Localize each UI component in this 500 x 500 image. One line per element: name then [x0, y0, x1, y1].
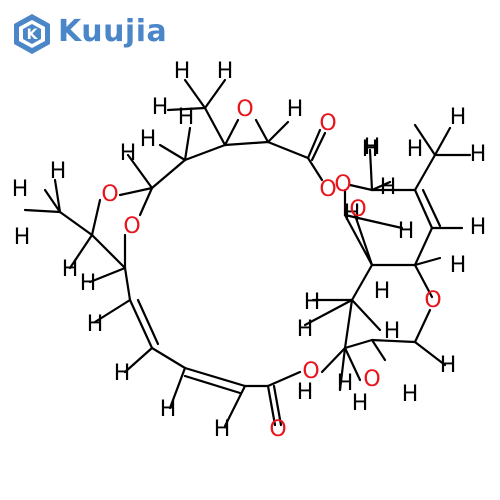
atom-h: H [217, 59, 234, 84]
kuujia-logo-text: Kuujia [58, 14, 168, 49]
atom-h: H [362, 137, 379, 162]
atom-h: H [344, 201, 361, 226]
atom-h: H [364, 135, 381, 160]
atom-h: H [62, 257, 79, 282]
atom-labels: H H H H H H H H H H H H H H H H H H H H … [12, 59, 487, 442]
atom-h: H [304, 290, 321, 315]
atom-h: H [174, 59, 191, 84]
atom-h: H [384, 319, 401, 344]
atom-h: H [152, 95, 169, 120]
atom-h: H [160, 397, 177, 422]
atom-h: H [407, 137, 424, 162]
atom-h: H [470, 142, 487, 167]
atom-o: O [101, 182, 118, 207]
atom-o: O [424, 288, 441, 313]
atom-h: H [120, 141, 137, 166]
svg-text:K: K [27, 27, 39, 43]
atom-h: H [450, 253, 467, 278]
atom-h: H [287, 97, 304, 122]
atom-o: O [319, 177, 336, 202]
atom-h: H [178, 105, 195, 130]
atom-h: H [374, 279, 391, 304]
atom-h: H [440, 353, 457, 378]
bonds [23, 78, 472, 428]
atom-o: O [334, 172, 351, 197]
atom-h: H [114, 361, 131, 386]
atom-h: H [402, 382, 419, 407]
atom-h: H [398, 219, 415, 244]
kuujia-logo-mark: K [14, 14, 50, 54]
atom-o: O [269, 417, 286, 442]
atom-h: H [450, 105, 467, 130]
atom-h: H [12, 177, 29, 202]
atom-h: H [14, 225, 31, 250]
atom-h: H [380, 175, 397, 200]
atom-o: O [236, 97, 253, 122]
atom-h: H [352, 391, 369, 416]
atom-h: H [87, 312, 104, 337]
atom-h: H [50, 159, 67, 184]
atom-h: H [214, 417, 231, 442]
atom-o: O [319, 111, 336, 136]
atom-h: H [297, 317, 314, 342]
atom-o: O [363, 367, 380, 392]
atom-o: O [123, 214, 140, 239]
atom-o: O [349, 197, 366, 222]
atom-h: H [80, 271, 97, 296]
atom-h: H [337, 371, 354, 396]
atom-h: H [297, 380, 314, 405]
atom-o: O [302, 359, 319, 384]
atom-h: H [140, 127, 157, 152]
atom-h: H [470, 215, 487, 240]
kuujia-logo: K Kuujia [10, 12, 180, 56]
